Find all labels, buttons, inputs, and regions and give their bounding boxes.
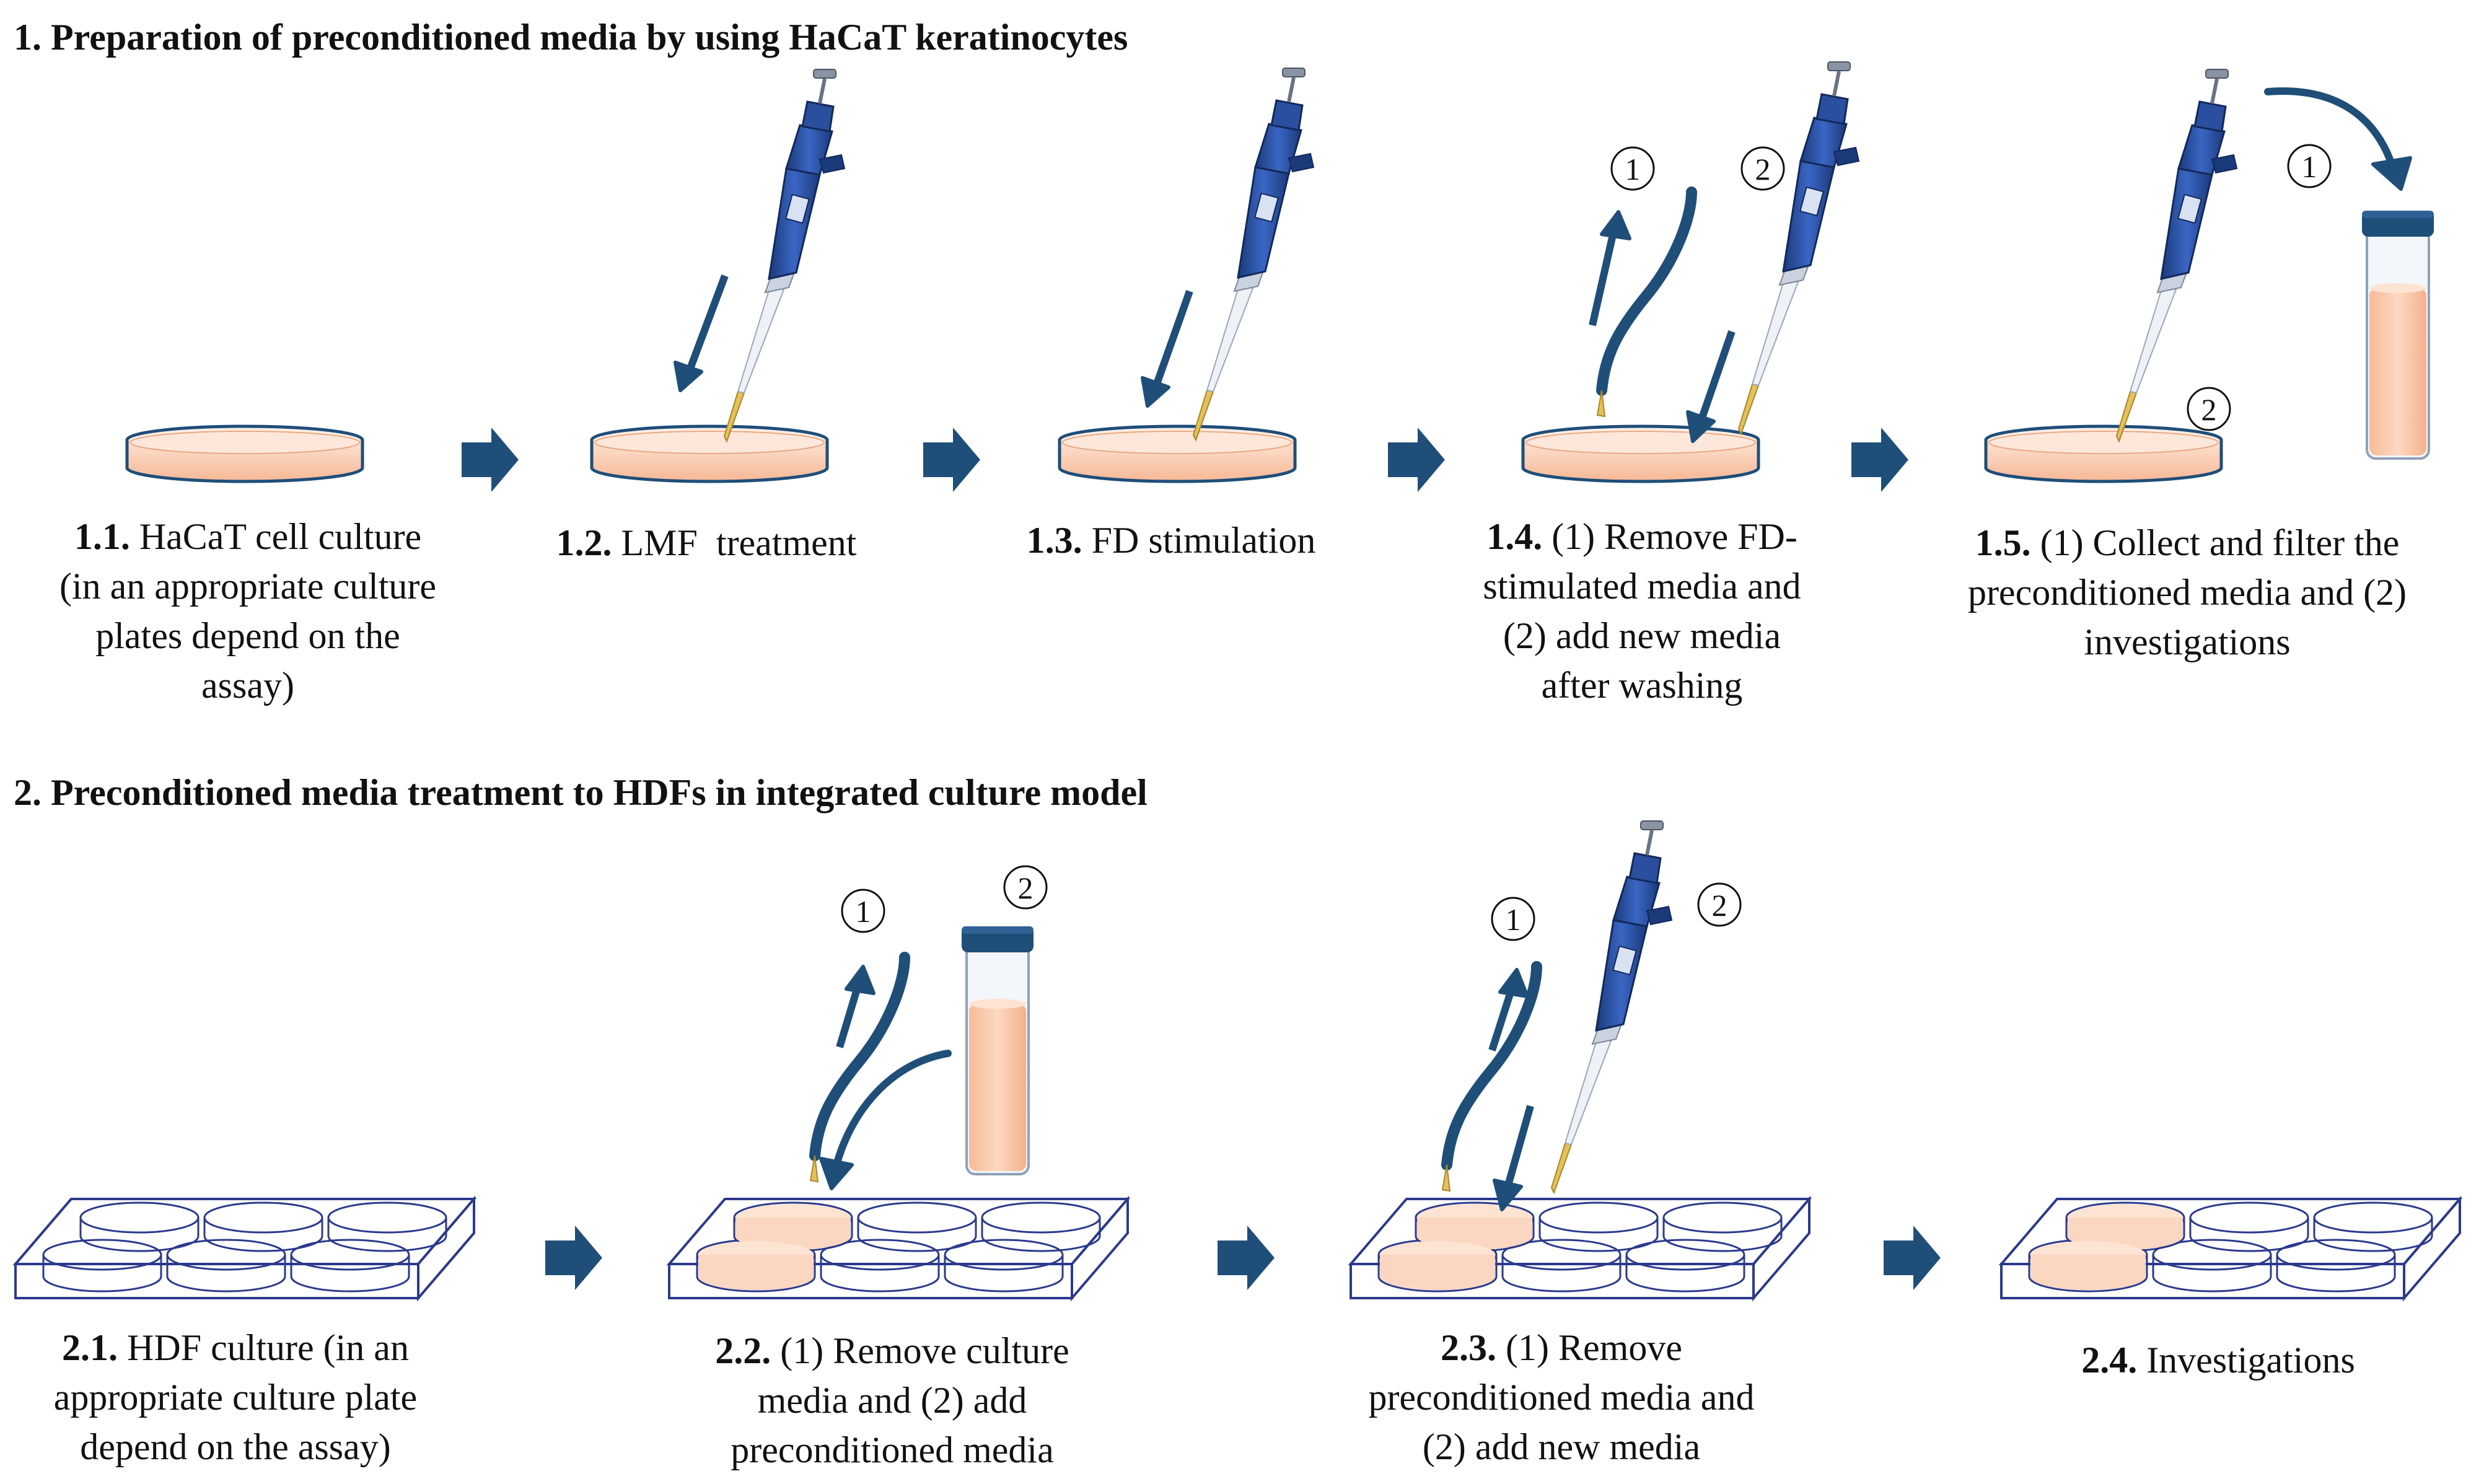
svg-text:2: 2 [2201,392,2217,427]
curved-arrow-1-5 [2264,87,2412,191]
up-arrow-1-4 [1589,210,1631,327]
flow-arrow-5 [545,1226,602,1290]
section-2-title: 2. Preconditioned media treatment to HDF… [14,772,1148,813]
dish-1-4 [1523,426,1758,481]
caption-1-5: 1.5. (1) Collect and filter the precondi… [1967,522,2407,662]
flow-arrow-1 [462,428,519,492]
flow-arrow-4 [1851,428,1908,492]
well-plate-2-3 [1350,1198,1810,1299]
media-tube-2-2 [960,925,1035,1175]
down-arrow-1-3 [1141,289,1193,408]
pipette-2-3 [1552,821,1672,1193]
svg-text:2: 2 [1712,888,1727,923]
svg-text:2: 2 [1018,871,1034,905]
svg-text:1: 1 [2302,149,2317,184]
dish-1-5 [1986,426,2221,481]
marker-2-2-one: 1 [841,889,885,933]
flow-arrow-6 [1218,1226,1275,1290]
caption-1-2: 1.2. LMF treatment [556,522,857,563]
caption-2-2: 2.2. (1) Remove culture media and (2) ad… [715,1330,1069,1470]
down-arrow-1-2 [674,274,729,392]
well-plate-2-4 [2000,1198,2461,1299]
well-plate-2-1 [14,1198,475,1299]
caption-1-4: 1.4. (1) Remove FD- stimulated media and… [1483,516,1801,706]
dish-1-2 [592,426,827,481]
up-arrow-2-2 [836,965,876,1048]
suction-tube-2-3 [1442,967,1537,1191]
marker-2-3-two: 2 [1697,882,1742,927]
caption-2-4: 2.4. Investigations [2081,1340,2355,1381]
marker-1-4-one: 1 [1610,146,1655,191]
marker-1-4-two: 2 [1740,146,1785,191]
caption-2-3: 2.3. (1) Remove preconditioned media and… [1368,1327,1755,1467]
pipette-1-2 [724,69,845,441]
pipette-1-3 [1193,68,1314,440]
marker-2-2-two: 2 [1003,865,1048,910]
marker-2-3-one: 1 [1491,897,1535,941]
collection-tube-1-5 [2361,209,2435,460]
svg-text:1: 1 [1506,902,1521,937]
down-arrow-1-4 [1686,330,1736,443]
caption-1-1: 1.1. HaCaT cell culture (in an appropria… [59,516,437,706]
well-plate-2-2 [668,1198,1129,1299]
marker-1-5-one: 1 [2287,144,2332,188]
down-arrow-2-3 [1493,1105,1534,1211]
flow-arrow-3 [1388,428,1445,492]
svg-text:2: 2 [1755,152,1771,187]
dish-1-1 [127,426,362,481]
section-1-title: 1. Preparation of preconditioned media b… [14,17,1128,58]
svg-text:1: 1 [856,894,871,929]
pipette-1-5 [2117,69,2237,441]
pour-arrow-2-2 [819,1050,952,1190]
caption-2-1: 2.1. HDF culture (in an appropriate cult… [53,1327,418,1467]
caption-1-3: 1.3. FD stimulation [1026,520,1316,561]
pipette-1-4 [1739,62,1859,434]
up-arrow-2-3 [1488,968,1529,1052]
dish-1-3 [1060,426,1295,481]
flow-arrow-2 [923,428,980,492]
flow-arrow-7 [1884,1226,1941,1290]
svg-text:1: 1 [1625,152,1641,187]
marker-1-5-two: 2 [2187,387,2231,431]
